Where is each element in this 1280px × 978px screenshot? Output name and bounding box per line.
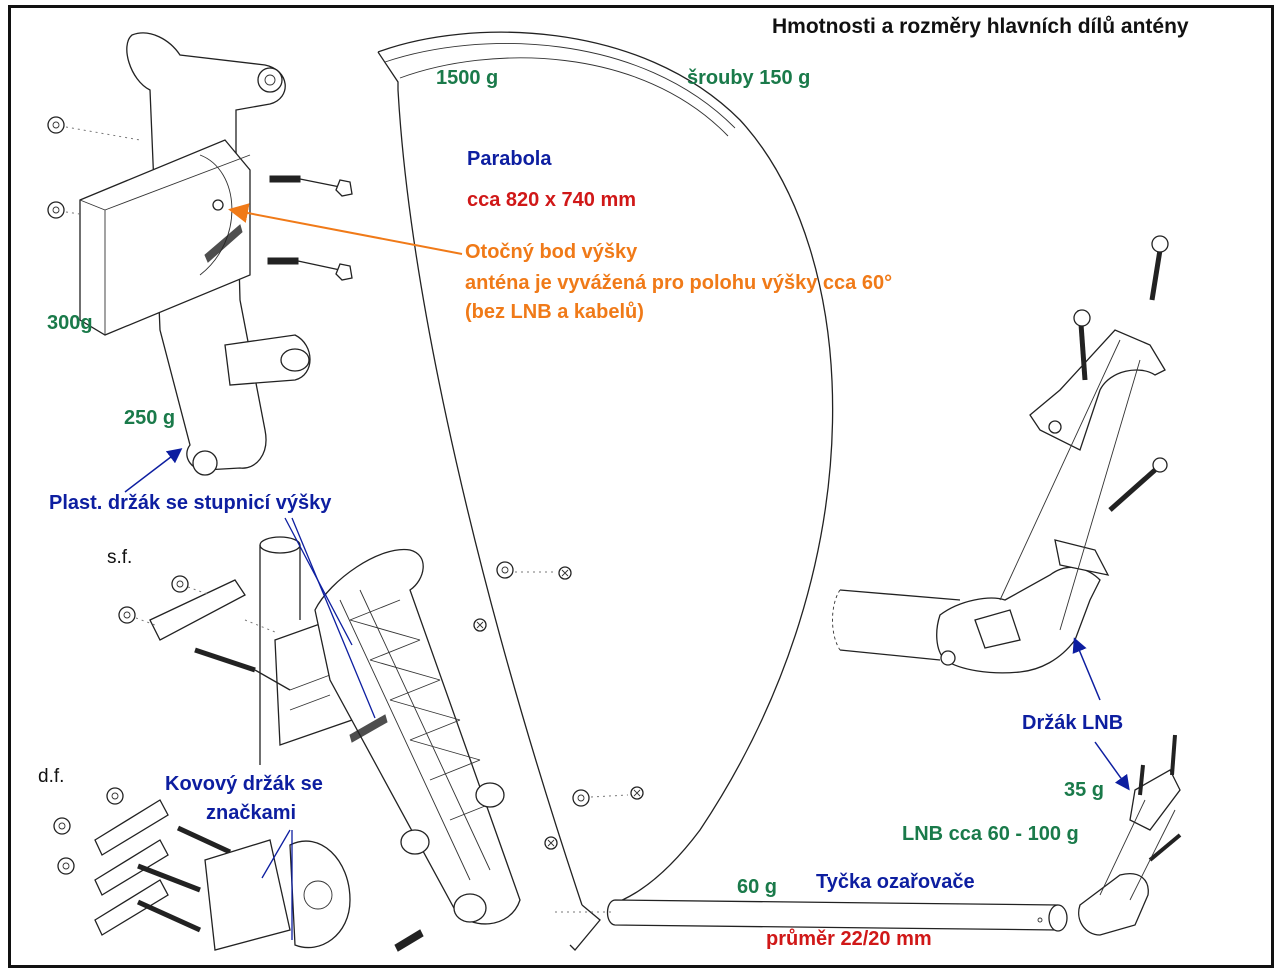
elevation-bracket-top <box>47 32 353 476</box>
plastic-bracket-name-label: Plast. držák se stupnicí výšky <box>49 492 332 514</box>
pivot-note-line3: (bez LNB a kabelů) <box>465 301 644 323</box>
dish-name-label: Parabola <box>467 148 552 170</box>
dual-feed-label: d.f. <box>38 766 65 787</box>
plastic-bracket-arrow <box>124 448 183 493</box>
diagram-title: Hmotnosti a rozměry hlavních dílů antény <box>772 15 1189 38</box>
metal-bracket-weight-label: 300g <box>47 312 93 334</box>
feed-arm-diameter-label: průměr 22/20 mm <box>766 928 932 950</box>
screws-weight-label: šrouby 150 g <box>687 67 811 89</box>
feed-arm-weight-label: 60 g <box>737 876 778 898</box>
lnb-holder-name-label: Držák LNB <box>1022 712 1124 734</box>
metal-bracket-name-line2: značkami <box>206 802 297 824</box>
plastic-bracket-pointer-2 <box>291 517 376 719</box>
lnb-holder-weight-label: 35 g <box>1064 779 1105 801</box>
dish-size-label: cca 820 x 740 mm <box>467 189 637 211</box>
lnb-weight-label: LNB cca 60 - 100 g <box>902 823 1079 845</box>
lnb-holder-small <box>1078 734 1182 936</box>
metal-bracket-arrow <box>261 829 291 879</box>
single-feed-label: s.f. <box>107 547 133 568</box>
mount-assembly-sf <box>118 536 521 925</box>
dish-weight-label: 1500 g <box>436 67 499 89</box>
lnb-holder-large <box>832 235 1169 674</box>
lnb-holder-arrow <box>1072 637 1101 701</box>
feed-arm <box>555 899 1068 932</box>
feed-arm-name-label: Tyčka ozařovače <box>816 871 975 893</box>
dish-screws <box>473 561 644 850</box>
pivot-note-line2: anténa je vyvážená pro polohu výšky cca … <box>465 272 893 294</box>
dish-parabola <box>377 31 834 951</box>
pivot-note-line1: Otočný bod výšky <box>465 241 638 263</box>
lnb-holder-small-arrow <box>1094 741 1130 791</box>
metal-bracket-name-line1: Kovový držák se <box>165 773 323 795</box>
plastic-bracket-weight-label: 250 g <box>124 407 176 429</box>
pivot-pointer-arrow <box>228 203 463 255</box>
